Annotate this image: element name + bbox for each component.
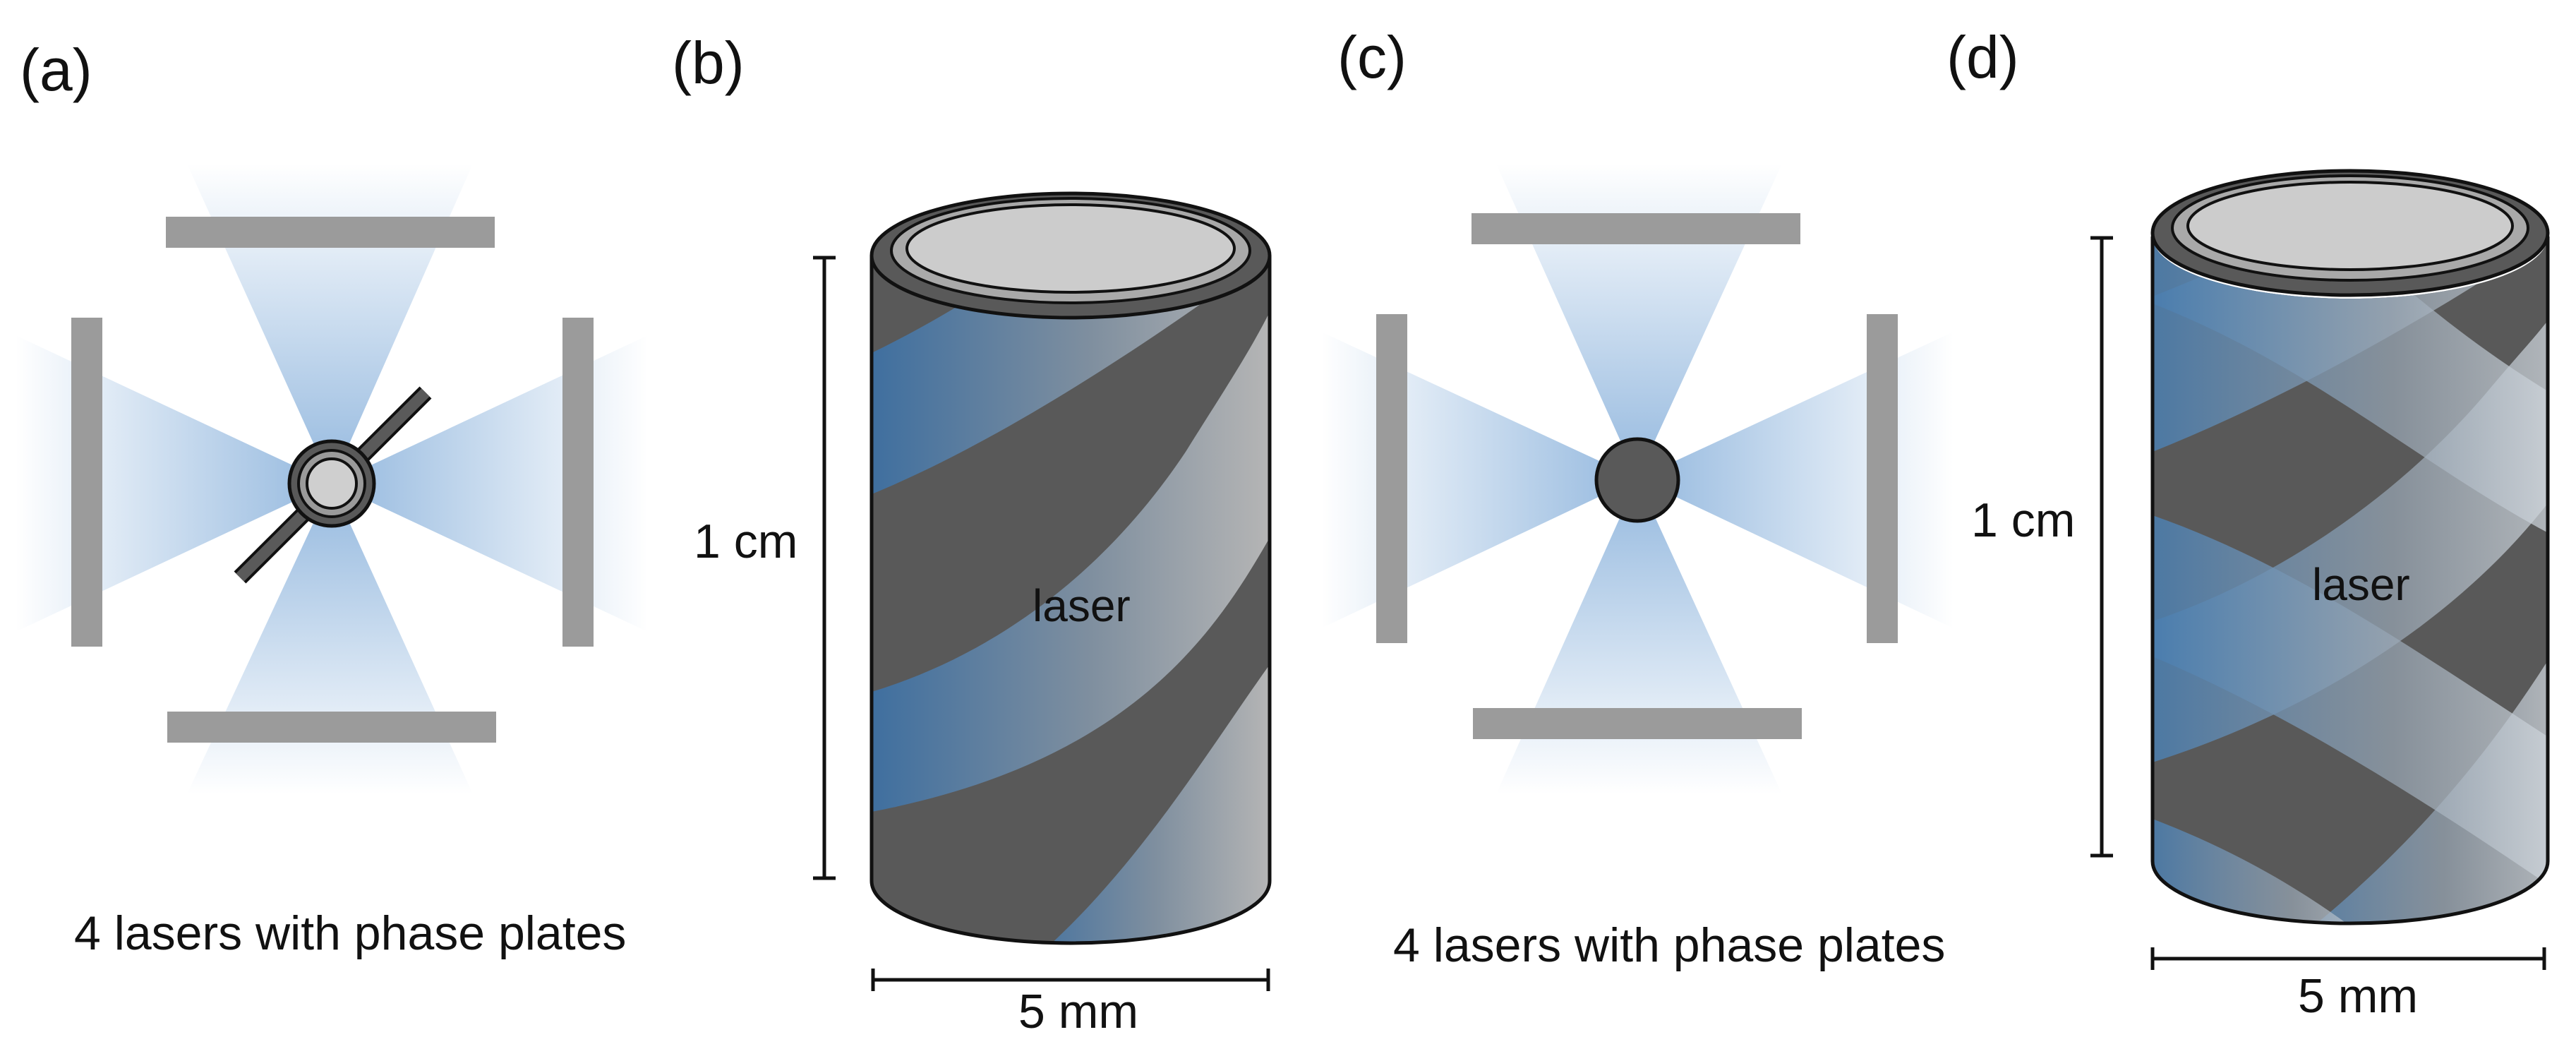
spherical-target-icon: [1594, 437, 1680, 523]
phase-plate-right: [1867, 314, 1898, 643]
panel-d-label: (d): [1946, 24, 2019, 90]
laser-stripes: [872, 256, 1270, 943]
panel-d-height-label: 1 cm: [1971, 493, 2075, 547]
panel-b-inner-label: laser: [1033, 580, 1131, 631]
laser-beam-right: [332, 335, 648, 632]
phase-plate-bottom: [1473, 708, 1802, 739]
panel-d-width-label: 5 mm: [2298, 969, 2418, 1023]
phase-plate-bottom: [167, 712, 496, 743]
laser-beam-left: [1321, 332, 1637, 628]
panel-d-inner-label: laser: [2312, 559, 2410, 610]
phase-plate-top: [166, 217, 495, 248]
panel-b-width-label: 5 mm: [1018, 985, 1138, 1038]
panel-a-label: (a): [20, 37, 92, 103]
panel-c: (c) 4 lasers with phase plates: [1321, 24, 1954, 972]
panel-b-label: (b): [672, 30, 745, 96]
panel-a-caption: 4 lasers with phase plates: [74, 906, 626, 960]
laser-beam-top: [187, 164, 473, 484]
phase-plate-left: [1376, 314, 1407, 643]
panel-a: (a) 4 lasers with phase plates: [16, 37, 648, 960]
panel-c-label: (c): [1337, 24, 1407, 90]
phase-plate-left: [71, 318, 102, 647]
panel-b-height-label: 1 cm: [694, 515, 798, 568]
panel-d: (d) 1 cm laser 5 mm: [1946, 24, 2550, 1023]
phase-plate-right: [562, 318, 594, 647]
phase-plate-top: [1471, 213, 1800, 244]
panel-c-caption: 4 lasers with phase plates: [1393, 918, 1945, 972]
panel-b: (b) 1 cm laser 5 mm: [672, 30, 1272, 1038]
